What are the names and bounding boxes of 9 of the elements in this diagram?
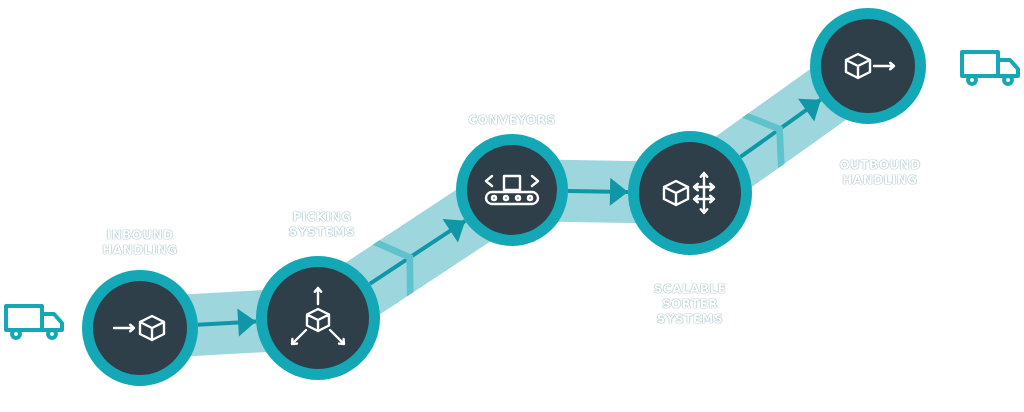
chevron-band-arrow bbox=[567, 177, 629, 206]
step-label: CONVEYORS bbox=[467, 113, 557, 128]
chevron-band-arrow bbox=[368, 219, 467, 286]
chevron-band-arrow bbox=[197, 308, 257, 337]
step-label: OUTBOUND HANDLING bbox=[838, 158, 922, 188]
step-label: INBOUND HANDLING bbox=[101, 228, 179, 258]
step-label: SCALABLE SORTER SYSTEMS bbox=[652, 282, 728, 327]
step-label: PICKING SYSTEMS bbox=[287, 210, 357, 240]
chevron-band-arrow bbox=[739, 98, 822, 159]
